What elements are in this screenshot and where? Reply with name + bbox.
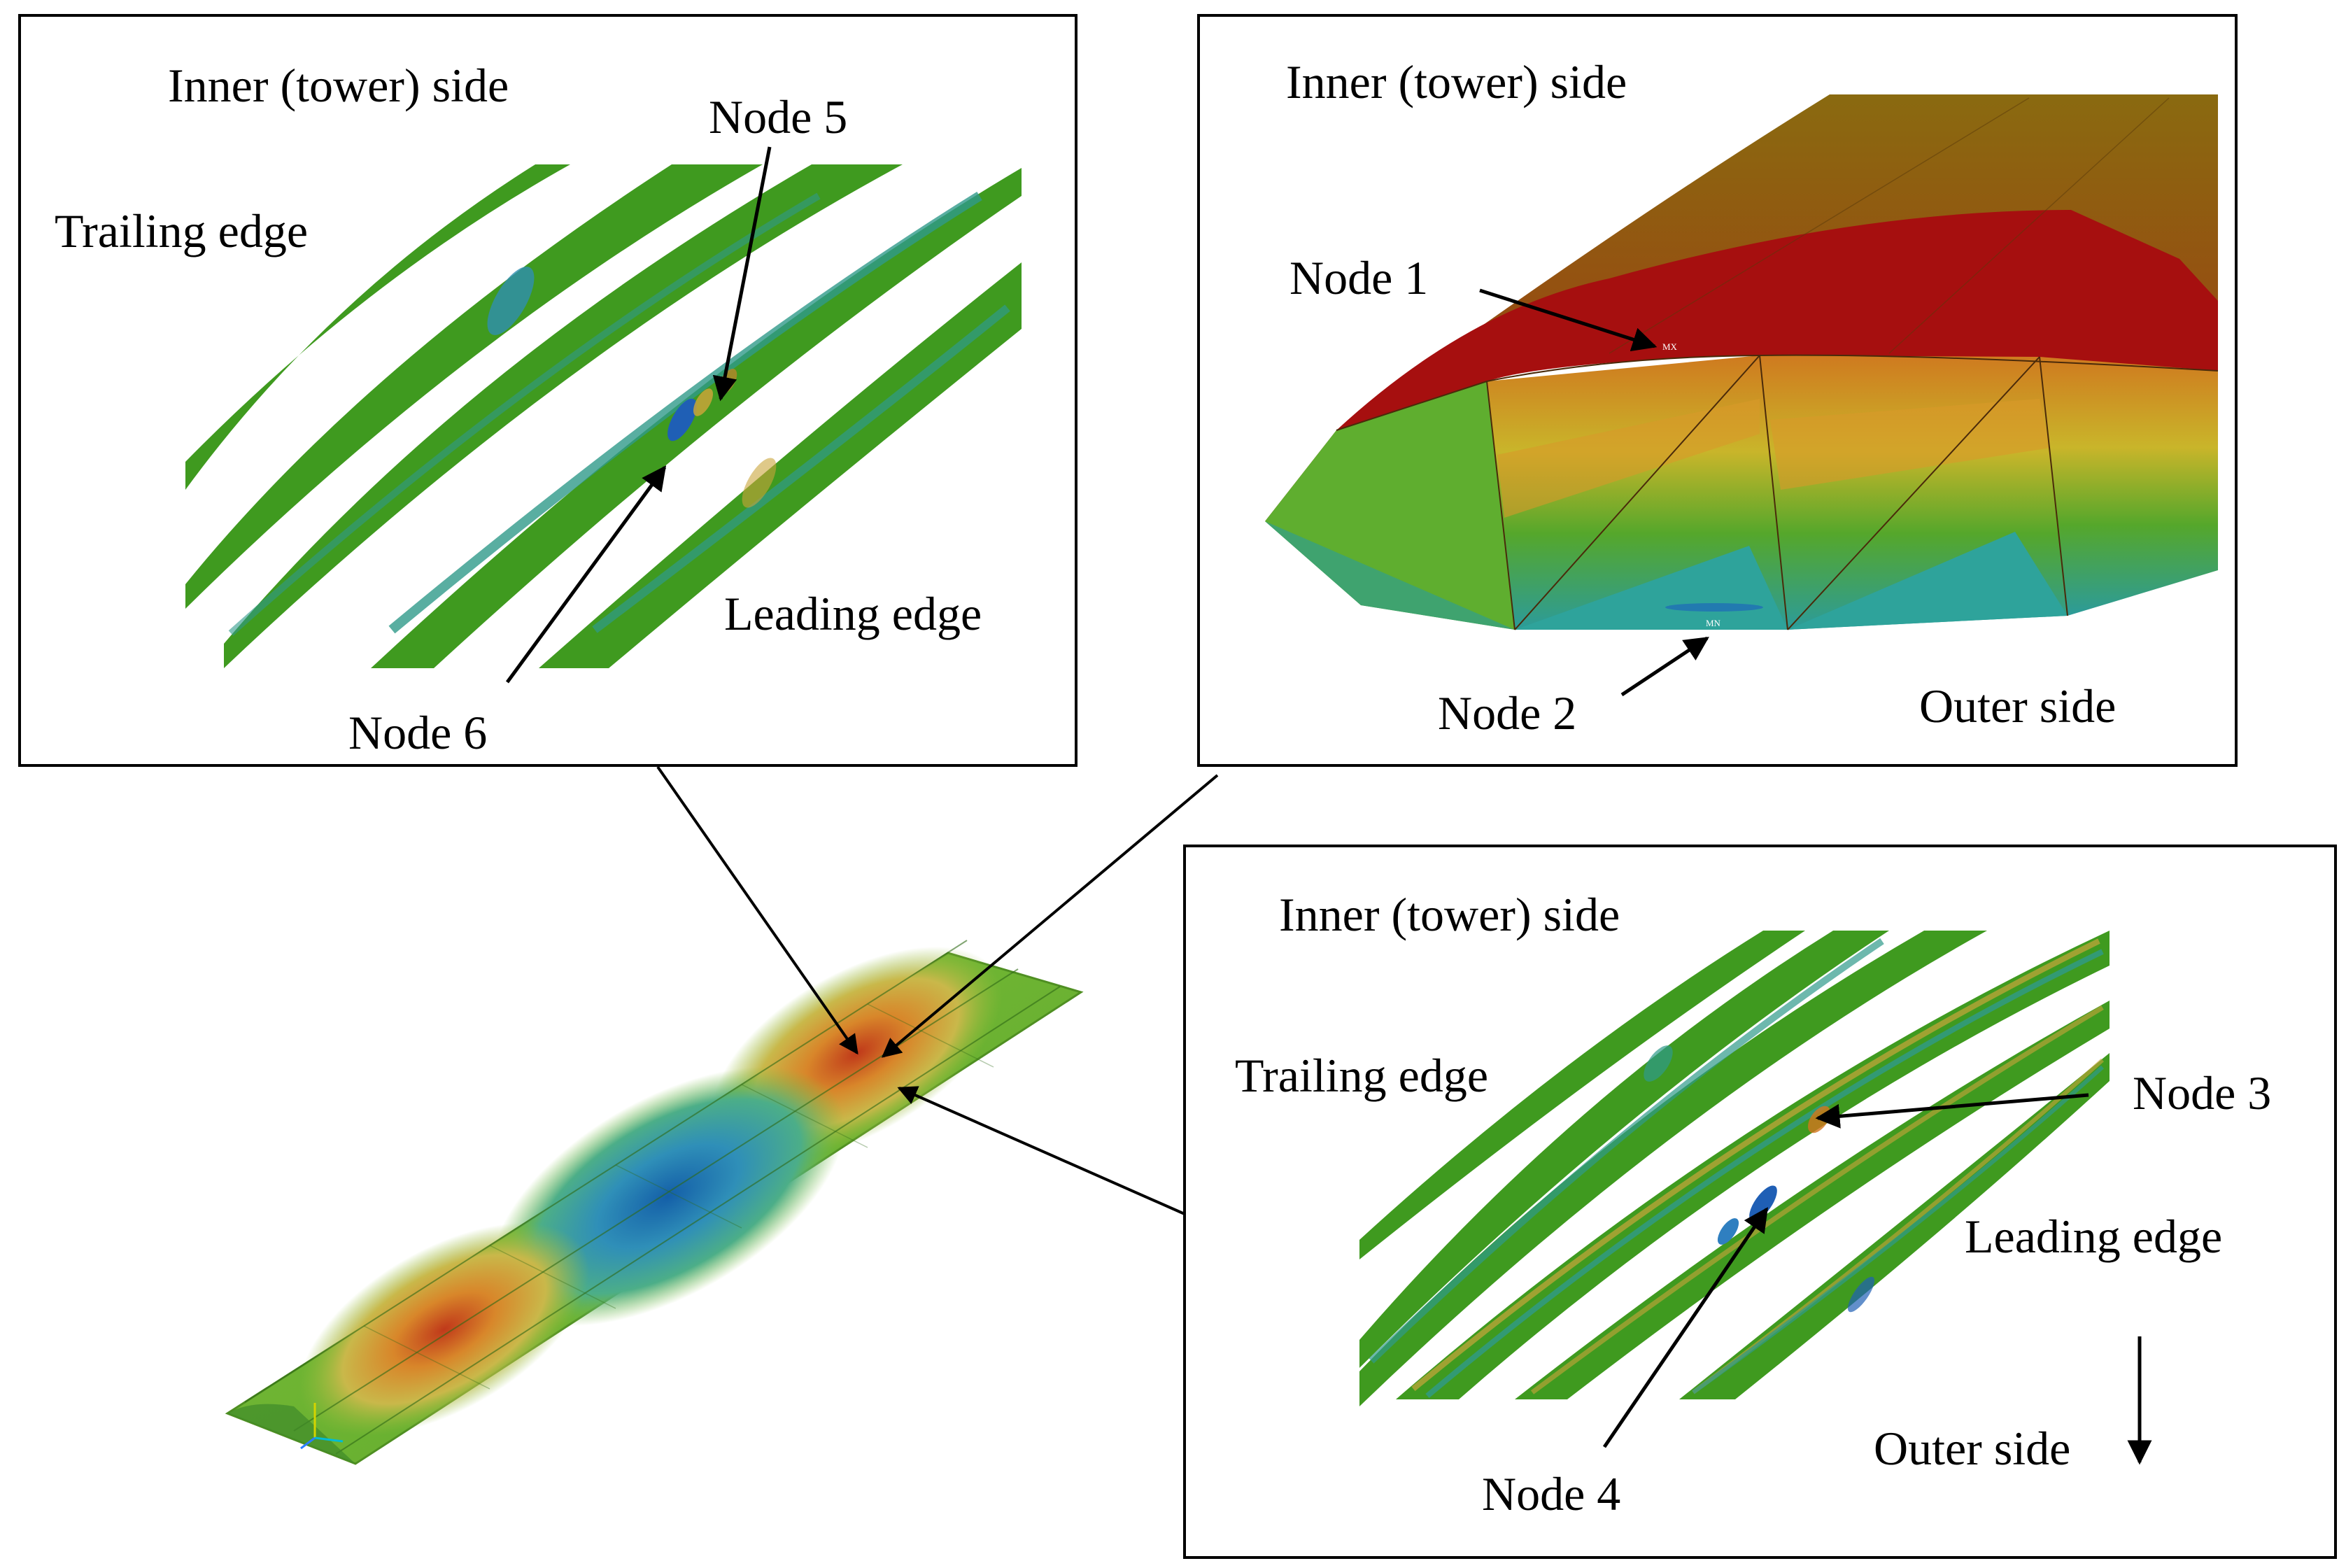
leader-top-left — [656, 765, 858, 1055]
tr-node-1-arrow — [1479, 288, 1658, 352]
leader-top-right — [881, 774, 1219, 1058]
tr-min-marker: MN — [1706, 618, 1721, 628]
tr-node-2-label: Node 2 — [1438, 686, 1576, 740]
br-node-3-label: Node 3 — [2133, 1066, 2271, 1120]
leader-lines — [656, 765, 1219, 1215]
tr-max-marker: MX — [1662, 341, 1678, 352]
br-node-4-label: Node 4 — [1482, 1467, 1620, 1520]
panel-top-left: Inner (tower) side Trailing edge Node 5 … — [18, 14, 1077, 767]
leader-bottom-right — [897, 1086, 1185, 1215]
tr-node-2-arrow — [1620, 636, 1709, 697]
br-trailing-edge-label: Trailing edge — [1235, 1049, 1488, 1102]
tl-node-6-label: Node 6 — [348, 706, 487, 759]
tl-trailing-edge-label: Trailing edge — [55, 204, 308, 257]
tr-inner-side-label: Inner (tower) side — [1286, 55, 1627, 108]
panel-bottom-right: Inner (tower) side Trailing edge Node 3 … — [1183, 845, 2337, 1559]
tl-node-6-arrow — [505, 465, 667, 684]
tr-node-1-label: Node 1 — [1289, 251, 1428, 304]
br-node-3-arrow — [1815, 1093, 2089, 1129]
panel-top-right: MX MN Inner (tower) side Node 1 Node 2 O… — [1197, 14, 2238, 767]
br-inner-side-label: Inner (tower) side — [1279, 888, 1620, 941]
br-outer-side-label: Outer side — [1874, 1422, 2070, 1475]
br-leading-edge-label: Leading edge — [1965, 1210, 2222, 1263]
blade-model — [225, 940, 1084, 1465]
br-node-4-arrow — [1602, 1207, 1769, 1448]
tl-inner-side-label: Inner (tower) side — [168, 59, 509, 112]
tl-leading-edge-label: Leading edge — [724, 587, 982, 640]
tr-outer-side-label: Outer side — [1919, 679, 2116, 733]
tl-node-5-label: Node 5 — [709, 90, 847, 143]
tl-node-5-arrow — [712, 146, 772, 402]
axis-triad-icon — [300, 1403, 344, 1450]
